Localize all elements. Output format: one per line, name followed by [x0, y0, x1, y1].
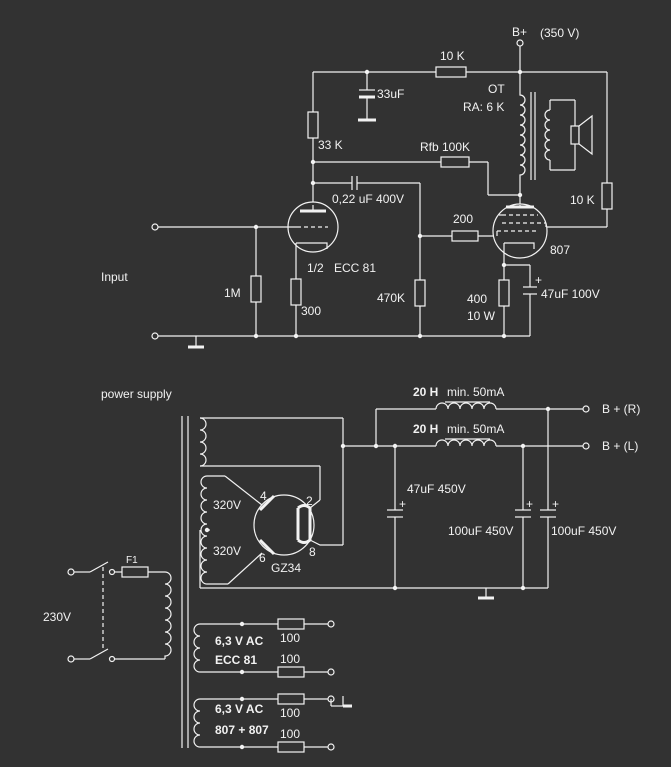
- resistor-1m-label: 1M: [224, 286, 241, 300]
- choke-left: [435, 439, 497, 447]
- resistor-400-label: 400: [467, 292, 487, 306]
- rectifier-label: GZ34: [271, 561, 301, 575]
- choke-right-henry: 20 H: [413, 385, 438, 399]
- resistor-rfb-label: Rfb 100K: [420, 140, 470, 154]
- pin-2-label: 2: [306, 494, 313, 508]
- choke-left-current: min. 50mA: [447, 422, 504, 436]
- resistor-100-b-label: 100: [280, 652, 300, 666]
- tube-ecc81-label: ECC 81: [334, 261, 376, 275]
- heater-ecc81-label: ECC 81: [215, 653, 257, 667]
- power-supply-title: power supply: [101, 387, 172, 401]
- tube-ecc81-half-label: 1/2: [307, 261, 324, 275]
- resistor-100-d-label: 100: [280, 727, 300, 741]
- resistor-470k-label: 470K: [377, 291, 405, 305]
- choke-left-henry: 20 H: [413, 422, 438, 436]
- resistor-100-b: [277, 666, 305, 678]
- output-transformer-secondary: [544, 109, 551, 161]
- ot-label: OT: [488, 82, 505, 96]
- heater-winding-807: [193, 698, 201, 748]
- speaker-cone-icon: [578, 114, 593, 156]
- heater-807-label: 807 + 807: [215, 723, 269, 737]
- bplus-terminal[interactable]: [516, 39, 524, 47]
- resistor-100-c-label: 100: [280, 706, 300, 720]
- capacitor-33uf-label: 33uF: [377, 87, 404, 101]
- resistor-100-a-label: 100: [280, 631, 300, 645]
- resistor-10k-side-label: 10 K: [570, 193, 595, 207]
- resistor-300: [290, 278, 302, 306]
- resistor-470k: [414, 279, 426, 307]
- heater-terminal-a[interactable]: [327, 620, 335, 628]
- input-terminal[interactable]: [151, 223, 159, 231]
- rectifier-anode-b: [258, 538, 276, 556]
- ra-label: RA: 6 K: [463, 100, 504, 114]
- fuse-f1-label: F1: [126, 555, 138, 566]
- resistor-10k-top: [435, 66, 467, 78]
- resistor-100-c: [277, 693, 305, 705]
- bplus-left-terminal[interactable]: [582, 442, 590, 450]
- secondary-b-label: 320V: [213, 544, 241, 558]
- resistor-200-label: 200: [453, 212, 473, 226]
- resistor-rfb: [440, 156, 470, 168]
- capacitor-022uf-label: 0,22 uF 400V: [332, 192, 404, 206]
- tube-ecc81-cathode: [298, 242, 328, 249]
- bplus-left-label: B + (L): [602, 439, 638, 453]
- output-transformer-primary: [519, 72, 526, 205]
- tube-gz34: [253, 494, 315, 556]
- resistor-33k: [307, 111, 319, 139]
- mains-terminal-top[interactable]: [67, 568, 75, 576]
- resistor-400: [498, 279, 510, 307]
- plus-sign-c2: +: [526, 497, 533, 511]
- input-label: Input: [101, 270, 128, 284]
- heater-terminal-d[interactable]: [327, 743, 335, 751]
- pin-4-label: 4: [260, 489, 267, 503]
- transformer-filament-winding: [199, 417, 207, 467]
- pin-8-label: 8: [309, 545, 316, 559]
- power-supply: power supply 320V 320V 4 2 6 8 GZ34: [43, 385, 640, 753]
- secondary-a-label: 320V: [213, 498, 241, 512]
- resistor-10k-top-label: 10 K: [440, 49, 465, 63]
- capacitor-100uf-right-label: 100uF 450V: [551, 524, 616, 538]
- plus-sign-c1: +: [399, 497, 406, 511]
- capacitor-47uf-cathode-label: 47uF 100V: [541, 287, 600, 301]
- resistor-200: [451, 230, 479, 242]
- resistor-300-label: 300: [301, 304, 321, 318]
- resistor-33k-label: 33 K: [318, 138, 343, 152]
- rectifier-anode-a: [258, 494, 276, 512]
- heater-winding-ecc81: [193, 623, 201, 673]
- heater-terminal-b[interactable]: [327, 668, 335, 676]
- transformer-hv-winding: [200, 475, 208, 585]
- fuse-f1: [121, 566, 149, 578]
- resistor-100-a: [277, 618, 305, 630]
- input-ground-terminal[interactable]: [151, 332, 159, 340]
- capacitor-100uf-left-label: 100uF 450V: [448, 524, 513, 538]
- mains-terminal-bottom[interactable]: [67, 655, 75, 663]
- amplifier-stage: B+ (350 V) 10 K 33uF 33 K Rfb 100K: [101, 25, 613, 349]
- resistor-10k-side: [601, 182, 613, 210]
- bplus-right-terminal[interactable]: [582, 405, 590, 413]
- heater-807-voltage: 6,3 V AC: [215, 702, 264, 716]
- mains-voltage-label: 230V: [43, 610, 71, 624]
- resistor-1m: [250, 275, 262, 303]
- transformer-primary: [164, 571, 172, 659]
- bplus-right-label: B + (R): [602, 402, 640, 416]
- pin-6-label: 6: [259, 551, 266, 565]
- resistor-100-d: [277, 741, 305, 753]
- plus-sign-c3: +: [552, 497, 559, 511]
- heater-ecc81-voltage: 6,3 V AC: [215, 634, 264, 648]
- choke-right-current: min. 50mA: [447, 385, 504, 399]
- mains-switch-top[interactable]: [89, 561, 109, 573]
- resistor-400-watt-label: 10 W: [467, 309, 496, 323]
- speaker-icon: [570, 125, 580, 145]
- choke-right: [435, 402, 497, 410]
- tube-807-label: 807: [550, 243, 570, 257]
- mains-switch-bottom[interactable]: [89, 648, 109, 660]
- capacitor-47uf-filter-label: 47uF 450V: [407, 482, 466, 496]
- rectifier-cathode: [296, 504, 312, 544]
- plus-sign-cathode: +: [535, 273, 542, 287]
- bplus-voltage-label: (350 V): [540, 26, 579, 40]
- bplus-label: B+: [512, 25, 527, 39]
